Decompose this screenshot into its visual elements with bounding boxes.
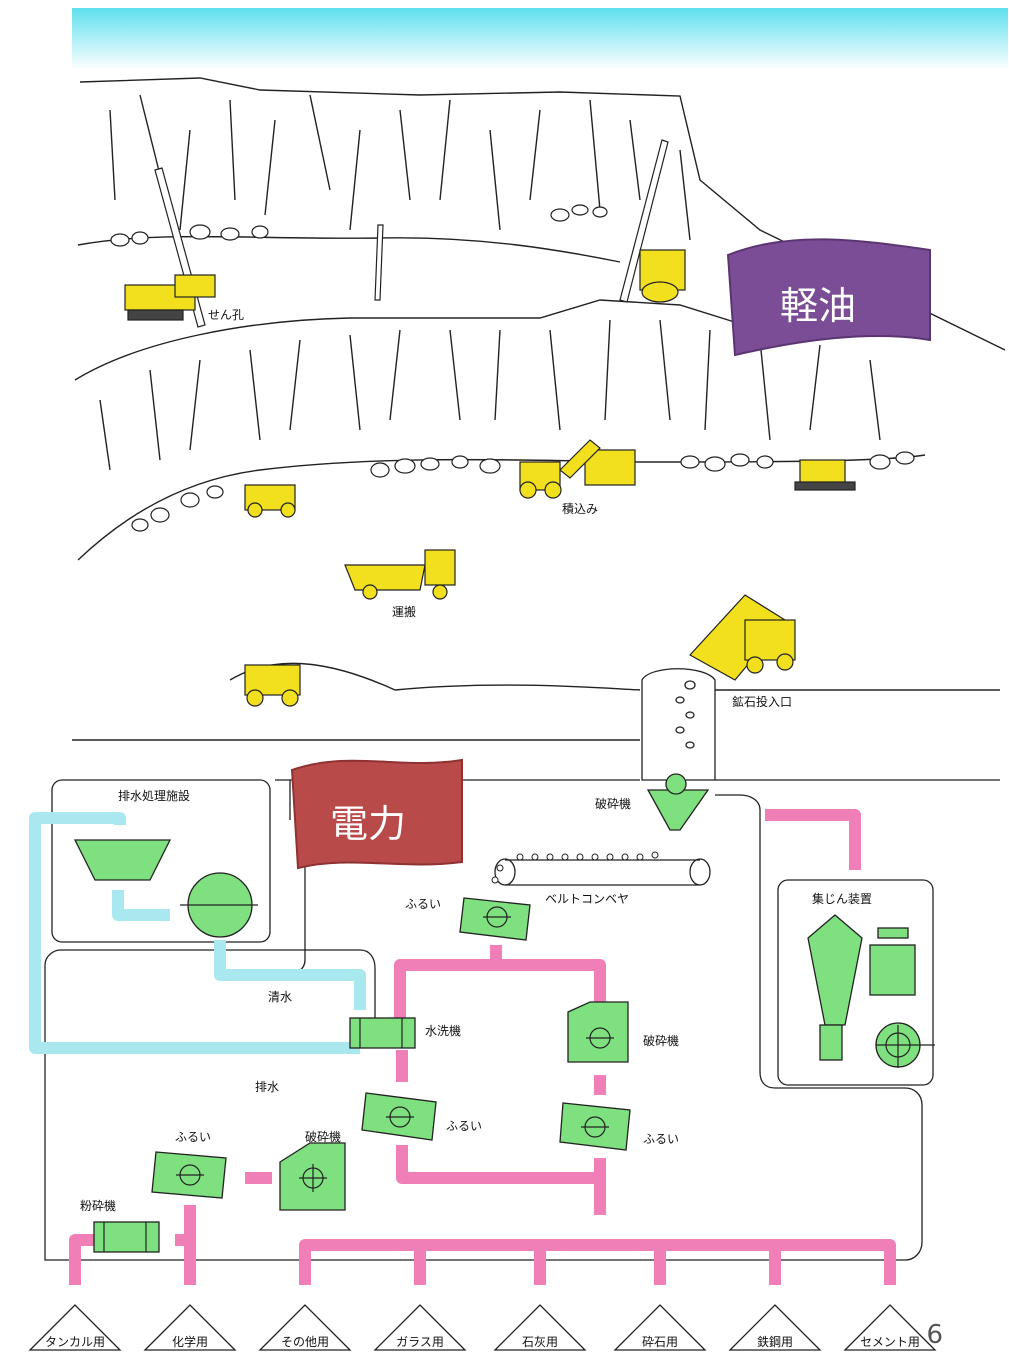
- product-pipes: [69, 809, 896, 1285]
- label-crusher-left: 破砕機: [305, 1130, 342, 1144]
- pile-label-glass: ガラス用: [396, 1335, 444, 1349]
- label-crusher-right: 破砕機: [643, 1034, 680, 1048]
- label-primary-crusher: 破砕機: [595, 797, 632, 811]
- label-loading: 積込み: [562, 502, 599, 516]
- fuel-banner-shape: [726, 238, 931, 357]
- ore-hopper: [641, 668, 716, 781]
- product-piles: [28, 1304, 937, 1351]
- label-drilling: せん孔: [208, 308, 245, 322]
- pile-label-chemical: 化学用: [171, 1335, 208, 1349]
- label-wastewater-facility: 排水処理施設: [118, 789, 191, 803]
- page-number: 6: [926, 1320, 943, 1350]
- label-clean-water: 清水: [268, 990, 293, 1004]
- power-banner-label: 電力: [330, 802, 407, 846]
- label-screen-left: ふるい: [175, 1130, 212, 1144]
- pile-label-cement: セメント用: [860, 1335, 920, 1349]
- yellow-machines: [124, 249, 856, 707]
- fuel-banner-label: 軽油: [780, 284, 857, 328]
- label-hauling: 運搬: [392, 605, 417, 619]
- pile-label-steel: 鉄鋼用: [756, 1335, 793, 1349]
- water-pipes: [29, 812, 366, 1054]
- power-banner-shape: [290, 758, 463, 870]
- label-drainage: 排水: [255, 1080, 280, 1094]
- pile-label-tankaru: タンカル用: [44, 1335, 105, 1349]
- label-belt-conveyor: ベルトコンベヤ: [545, 892, 630, 906]
- label-washer: 水洗機: [425, 1024, 462, 1038]
- label-screen-mid-left: ふるい: [446, 1119, 483, 1133]
- equipment-marks: [103, 904, 935, 1252]
- label-screen-top: ふるい: [405, 897, 442, 911]
- green-equipment: [73, 773, 921, 1253]
- label-dust-collector: 集じん装置: [812, 892, 873, 906]
- label-ore-inlet: 鉱石投入口: [732, 695, 793, 709]
- label-screen-mid-right: ふるい: [643, 1132, 680, 1146]
- pile-label-lime: 石灰用: [521, 1335, 558, 1349]
- header-band: [72, 8, 1008, 70]
- pile-label-other: その他用: [280, 1335, 329, 1349]
- label-pulverizer: 粉砕機: [80, 1199, 117, 1213]
- quarry-cliffs: [72, 77, 1006, 741]
- conveyor-rocks: [491, 851, 659, 884]
- boulders: [110, 204, 915, 532]
- pile-label-crushed-stone: 砕石用: [641, 1335, 678, 1349]
